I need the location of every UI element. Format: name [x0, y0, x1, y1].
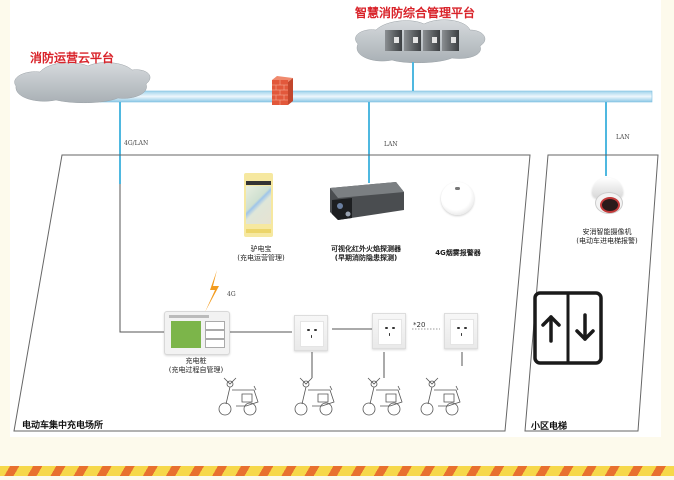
elevator-icon: [533, 291, 603, 365]
charging-area-label: 电动车集中充电场所: [22, 421, 104, 431]
flame-detector-icon: [330, 182, 404, 220]
smoke-alarm-icon: [441, 182, 474, 215]
scooter-icon-3: [362, 377, 403, 416]
wiring: [119, 184, 463, 378]
outlet-count-label: *20: [413, 321, 426, 329]
right-link-label: LAN: [616, 134, 630, 141]
app-desc: (充电运营管理): [237, 254, 285, 262]
hazard-stripe-divider: [0, 466, 674, 476]
app-name: 驴电宝: [250, 245, 272, 253]
wireless-bolt-icon: [205, 270, 219, 312]
server-icons: [385, 30, 459, 51]
power-outlet-2: [372, 313, 406, 349]
charger-name: 充电桩: [185, 357, 207, 365]
charger-desc: (充电过程自管理): [168, 366, 224, 374]
flame-detector-name: 可视化红外火焰探测器: [331, 245, 401, 253]
firewall-icon: [272, 76, 293, 105]
center-link-label: LAN: [384, 141, 398, 148]
scooter-icon-4: [420, 377, 461, 416]
ops-cloud: [14, 62, 151, 103]
scooter-icon-1: [218, 377, 259, 416]
charging-area-outline: [13, 154, 531, 432]
smoke-alarm-name: 4G烟雾报警器: [435, 249, 481, 257]
power-outlet-3: [444, 313, 478, 349]
wireless-link-label: 4G: [227, 291, 236, 298]
ops-cloud-title: 消防运营云平台: [30, 51, 115, 65]
link-lines: [119, 62, 607, 184]
elevator-area-label: 小区电梯: [531, 422, 568, 432]
elevator-area-outline: [524, 154, 659, 432]
scooter-icon-2: [294, 377, 335, 416]
charger-icon: [164, 311, 230, 355]
app-phone-icon: [244, 173, 273, 237]
left-link-label: 4G/LAN: [124, 140, 149, 147]
flame-detector-desc: (早期消防隐患探测): [334, 254, 398, 262]
camera-desc: (电动车进电梯报警): [576, 237, 638, 245]
dome-camera-icon: [590, 178, 625, 214]
smart-platform-title: 智慧消防综合管理平台: [355, 6, 476, 20]
camera-name: 安消智能摄像机: [582, 228, 632, 236]
power-outlet-1: [294, 315, 328, 351]
